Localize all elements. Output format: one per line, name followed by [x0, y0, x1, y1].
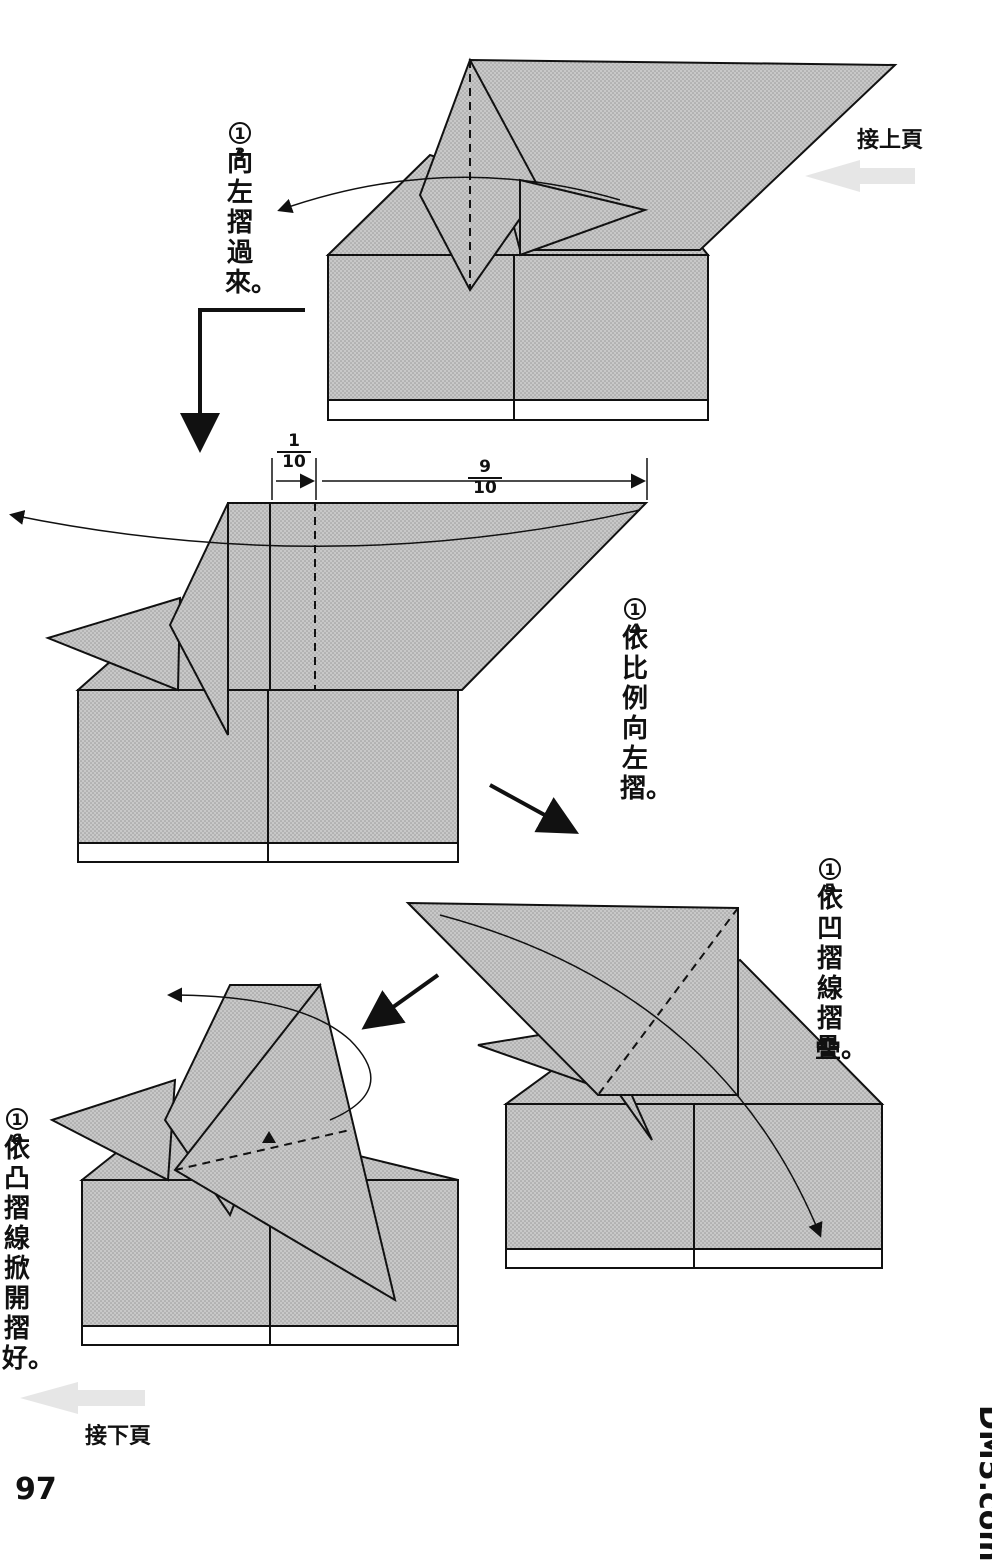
step-16-number: 16 — [6, 1108, 28, 1149]
step-14-instruction: 14 依比例向左摺。 — [620, 598, 673, 804]
watermark-text: DM5.com — [972, 1405, 992, 1560]
flow-arrow-13-14 — [180, 308, 305, 453]
continued-to-label: 接下頁 — [85, 1424, 152, 1449]
step-16-text: 依凸摺線掀開摺好。 — [2, 1134, 55, 1374]
step-13-box — [327, 254, 709, 421]
flow-arrow-14-15 — [489, 783, 580, 834]
step-13-text: 向左摺過來。 — [225, 148, 278, 298]
ghost-arrow-top — [805, 160, 915, 192]
step-13-number: 13 — [229, 122, 251, 163]
step-13-beak — [519, 178, 649, 257]
step-15-instruction: 15 依凹摺線摺疊。 — [815, 858, 868, 1064]
step-14-number: 14 — [624, 598, 646, 639]
step-14-figure — [44, 502, 649, 863]
watermark-logo: DM5.com — [972, 1405, 992, 1560]
continued-from-label: 接上頁 — [857, 128, 924, 153]
step-16-swing-arrow — [167, 987, 372, 1121]
step-15-flap — [405, 901, 739, 1096]
step-15-text: 依凹摺線摺疊。 — [815, 884, 868, 1064]
step-15-fold-arrow — [439, 914, 823, 1238]
step-15-figure — [405, 901, 885, 1269]
step-14-fold-arrow — [9, 509, 641, 547]
ratio-dimensions — [271, 458, 648, 500]
flow-arrow-15-16 — [361, 973, 440, 1030]
ratio-right-numerator: 9 — [468, 458, 502, 479]
step-13-fold-arrow — [277, 176, 621, 214]
ratio-right-fraction: 9 10 — [468, 458, 502, 498]
page-number: 97 — [15, 1472, 57, 1507]
step-14-neck — [168, 502, 229, 736]
step-15-number: 15 — [819, 858, 841, 899]
ratio-right-denominator: 10 — [473, 478, 497, 498]
step-14-text: 依比例向左摺。 — [620, 624, 673, 804]
ratio-left-denominator: 10 — [282, 452, 306, 472]
step-14-flap — [227, 502, 649, 691]
step-16-triangle-marker — [262, 1131, 276, 1143]
ratio-left-fraction: 1 10 — [277, 432, 311, 472]
step-16-flap — [173, 982, 397, 1303]
step-13-figure — [325, 57, 898, 421]
ratio-left-numerator: 1 — [277, 432, 311, 453]
ghost-arrow-bottom — [20, 1382, 145, 1414]
step-13-instruction: 13 向左摺過來。 — [225, 122, 278, 298]
step-13-box-base — [327, 399, 709, 421]
step-16-instruction: 16 依凸摺線掀開摺好。 — [2, 1108, 55, 1374]
step-16-figure — [49, 982, 459, 1346]
